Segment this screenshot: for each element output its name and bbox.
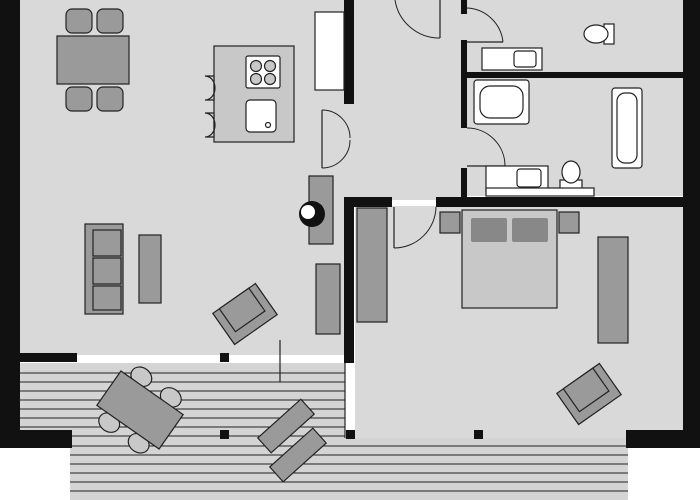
terrace-post <box>220 430 229 439</box>
chair-icon <box>204 75 216 101</box>
pillow <box>471 218 507 242</box>
terrace-furniture <box>95 366 328 483</box>
hallway-floor <box>350 0 465 200</box>
basin <box>516 168 542 188</box>
table-icon <box>95 370 185 450</box>
bathtub-inner <box>616 92 638 164</box>
sink-icon <box>245 99 277 133</box>
bathroom <box>473 79 643 197</box>
sideboard <box>315 263 341 335</box>
wall-partition-lower <box>344 197 354 363</box>
door-icon <box>321 109 351 139</box>
terrace-planks <box>20 372 628 492</box>
lounge <box>84 175 341 346</box>
chair-icon <box>96 8 124 34</box>
wall-toilet-bath <box>461 72 700 78</box>
nightstand <box>439 211 461 234</box>
wall-south-east <box>626 430 700 448</box>
door-icon <box>466 127 506 167</box>
wall-bath-west-mid <box>461 40 467 128</box>
toilet-room <box>481 23 615 71</box>
chair-icon <box>65 86 93 112</box>
walls <box>0 0 700 448</box>
table-icon <box>56 35 130 85</box>
wall-bath-west-lower <box>461 168 467 200</box>
door-icon <box>466 7 504 43</box>
armchair-icon <box>555 362 623 426</box>
nightstand <box>558 211 580 234</box>
pillow <box>512 218 548 242</box>
sofa-cushion <box>92 229 122 257</box>
floors <box>20 0 685 438</box>
sun-lounger <box>268 427 328 483</box>
wall-bedroom-top-left <box>344 197 392 207</box>
bathtub-inner <box>479 85 524 119</box>
burner <box>249 59 263 73</box>
coffee-table <box>138 234 162 304</box>
terrace-post <box>346 430 355 439</box>
drain <box>264 121 272 129</box>
burner <box>263 59 277 73</box>
chair-icon <box>96 86 124 112</box>
dining-set <box>56 8 130 112</box>
sofa-cushion <box>92 285 122 311</box>
wall-east <box>683 0 700 448</box>
wall-bath-west-upper <box>461 0 467 14</box>
door-icon <box>321 139 351 169</box>
doors <box>321 0 506 249</box>
bath-counter <box>485 187 595 197</box>
door-icon <box>394 0 441 39</box>
toilet-bowl <box>561 160 581 184</box>
wall-bedroom-top-right <box>436 197 700 207</box>
burner <box>249 72 263 86</box>
wall-west-bottom <box>0 430 72 448</box>
sun-lounger <box>256 398 316 454</box>
basin <box>513 50 537 68</box>
chair-icon <box>65 8 93 34</box>
terrace-post <box>474 430 483 439</box>
dresser <box>597 236 629 344</box>
fire-core <box>301 205 315 219</box>
armchair-icon <box>211 282 279 346</box>
wall-partition-upper <box>344 0 354 104</box>
burner <box>263 72 277 86</box>
chair-icon <box>204 112 216 138</box>
toilet-bowl <box>583 24 609 44</box>
bedroom <box>356 207 629 426</box>
terrace-post <box>220 353 229 362</box>
wardrobe <box>356 207 388 323</box>
wall-west <box>0 0 20 448</box>
counter <box>314 11 345 91</box>
sofa-cushion <box>92 257 122 285</box>
kitchen <box>204 11 345 143</box>
wall-south-living <box>20 353 77 362</box>
door-icon <box>393 206 437 249</box>
outdoor-dining <box>95 366 185 454</box>
stove-icon <box>245 55 281 89</box>
